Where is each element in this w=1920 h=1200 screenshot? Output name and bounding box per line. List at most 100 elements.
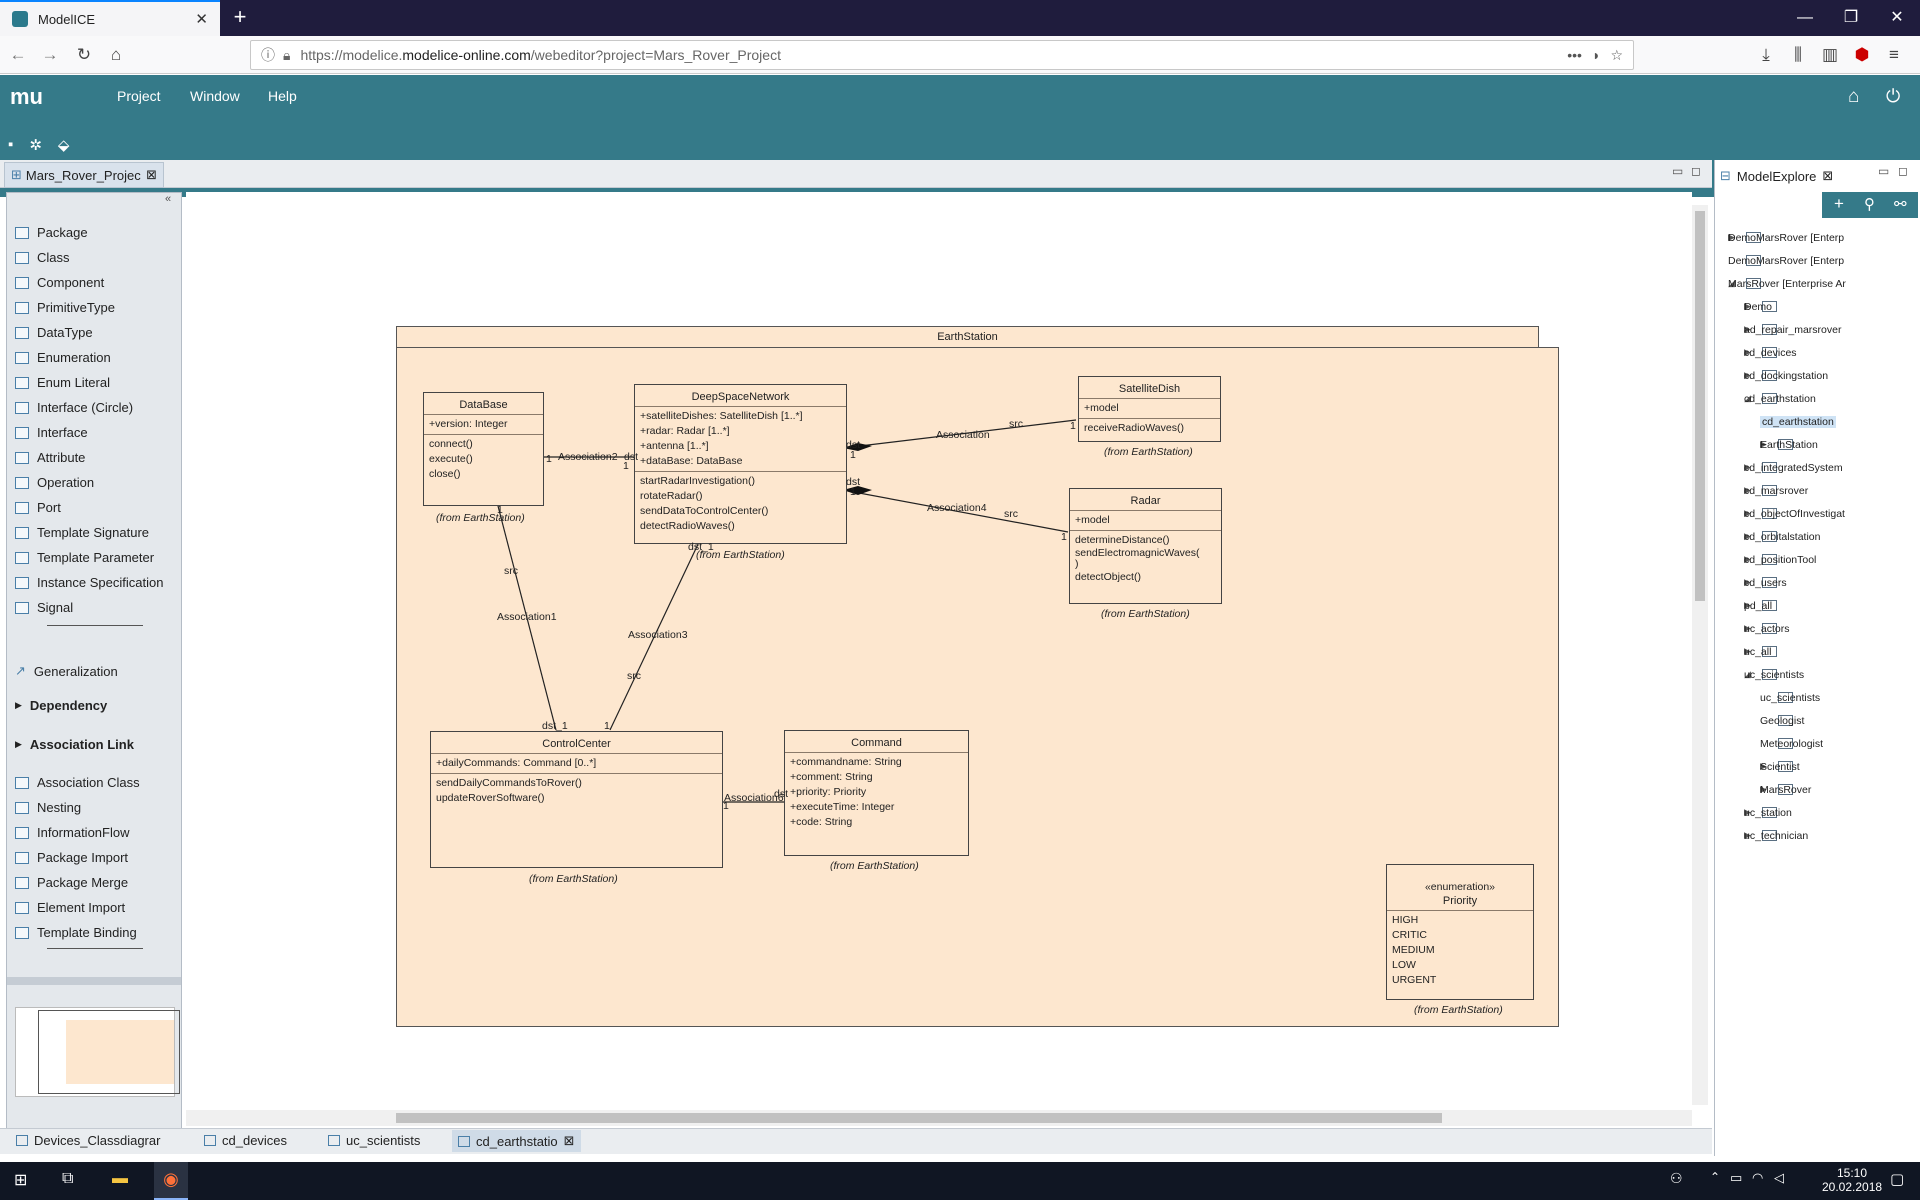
menu-help[interactable]: Help — [268, 88, 297, 104]
minimize-editor-icon[interactable]: ▭ — [1672, 164, 1684, 178]
expand-toggle-icon[interactable]: ▶ — [1744, 462, 1751, 472]
palette-item-primitivetype[interactable]: PrimitiveType — [15, 300, 115, 315]
palette-item-enumeration[interactable]: Enumeration — [15, 350, 111, 365]
expand-toggle-icon[interactable]: ▶ — [1760, 439, 1767, 449]
expand-toggle-icon[interactable]: ▶ — [1760, 761, 1767, 771]
palette-item-nesting[interactable]: Nesting — [15, 800, 81, 815]
tree-item[interactable]: ▶cd_devices — [1744, 347, 1797, 359]
tree-item[interactable]: ◢cd_earthstation — [1744, 393, 1816, 405]
expand-toggle-icon[interactable]: ▶ — [1744, 830, 1751, 840]
close-tab-icon[interactable]: ⊠ — [563, 1133, 575, 1148]
tree-item[interactable]: ▶cd_objectOfInvestigat — [1744, 508, 1845, 520]
page-actions-icon[interactable]: ••• — [1567, 47, 1582, 63]
vertical-scroll-thumb[interactable] — [1695, 211, 1705, 601]
reload-icon[interactable]: ↻ — [76, 45, 92, 64]
minimize-explorer-icon[interactable]: ▭ — [1878, 164, 1890, 178]
palette-item-component[interactable]: Component — [15, 275, 104, 290]
menu-icon[interactable]: ≡ — [1889, 45, 1899, 64]
class-satellitedish[interactable]: SatelliteDish +model receiveRadioWaves() — [1078, 376, 1221, 442]
expand-toggle-icon[interactable]: ▶ — [1744, 646, 1751, 656]
palette-item-signal[interactable]: Signal — [15, 600, 73, 615]
expand-toggle-icon[interactable]: ▶ — [1760, 784, 1767, 794]
home-app-icon[interactable]: ⌂ — [1848, 86, 1860, 107]
expand-toggle-icon[interactable]: ◢ — [1744, 393, 1751, 403]
class-deepspacenetwork[interactable]: DeepSpaceNetwork +satelliteDishes: Satel… — [634, 384, 847, 544]
pocket-icon[interactable]: ◗ — [1591, 47, 1601, 63]
tab-cd-devices[interactable]: cd_devices — [204, 1133, 287, 1148]
enumeration-priority[interactable]: «enumeration» Priority HIGH CRITIC MEDIU… — [1386, 864, 1534, 1000]
palette-icon[interactable]: ⬙ — [57, 137, 70, 154]
palette-item-instance-specification[interactable]: Instance Specification — [15, 575, 163, 590]
home-icon[interactable]: ⌂ — [110, 45, 122, 64]
class-database[interactable]: DataBase +version: Integer connect() exe… — [423, 392, 544, 506]
vertical-scrollbar[interactable] — [1692, 205, 1708, 1105]
tree-item[interactable]: ▶cd_integratedSystem — [1744, 462, 1843, 474]
expand-toggle-icon[interactable]: ▶ — [1728, 232, 1735, 242]
link-icon[interactable]: ⚯ — [1894, 196, 1907, 213]
url-bar[interactable]: ⓘ 🔒︎ https://modelice. modelice-online.c… — [250, 40, 1634, 70]
outline-view[interactable] — [15, 1007, 180, 1097]
palette-item-port[interactable]: Port — [15, 500, 61, 515]
layout-icon[interactable]: ▪ — [8, 136, 14, 153]
package-earthstation[interactable] — [396, 347, 1559, 1027]
tree-item[interactable]: ▶Demo — [1744, 301, 1786, 313]
new-tab-button[interactable]: + — [233, 4, 247, 29]
close-tab-icon[interactable]: ✕ — [195, 11, 208, 28]
class-command[interactable]: Command +commandname: String +comment: S… — [784, 730, 969, 856]
minimize-window-button[interactable]: — — [1797, 9, 1813, 26]
back-icon[interactable]: ← — [9, 45, 27, 64]
tree-item[interactable]: Geologist — [1760, 715, 1804, 727]
tree-item[interactable]: ▶pd_all — [1744, 600, 1786, 612]
expand-toggle-icon[interactable]: ▶ — [1744, 370, 1751, 380]
tree-item[interactable]: ◢uc_scientists — [1744, 669, 1804, 681]
expand-toggle-icon[interactable]: ▶ — [1744, 623, 1751, 633]
palette-item-operation[interactable]: Operation — [15, 475, 94, 490]
bookmark-star-icon[interactable]: ☆ — [1610, 46, 1623, 63]
class-radar[interactable]: Radar +model determineDistance() sendEle… — [1069, 488, 1222, 604]
expand-toggle-icon[interactable]: ◢ — [1744, 669, 1751, 679]
palette-item-package-merge[interactable]: Package Merge — [15, 875, 128, 890]
palette-group-dependency[interactable]: ▶Dependency — [15, 698, 108, 713]
tree-item[interactable]: ▶MarsRover — [1760, 784, 1811, 796]
palette-item-package-import[interactable]: Package Import — [15, 850, 128, 865]
horizontal-scrollbar[interactable] — [186, 1110, 1692, 1126]
expand-toggle-icon[interactable]: ▶ — [1744, 531, 1751, 541]
horizontal-scroll-thumb[interactable] — [396, 1113, 1442, 1123]
downloads-icon[interactable]: ⤓ — [1762, 45, 1770, 64]
palette-item-class[interactable]: Class — [15, 250, 70, 265]
tab-cd-earthstation[interactable]: cd_earthstatio⊠ — [452, 1130, 581, 1152]
restore-window-button[interactable]: ❐ — [1843, 9, 1859, 26]
palette-generalization[interactable]: ↗Generalization — [15, 663, 118, 679]
close-window-button[interactable]: ✕ — [1890, 9, 1904, 26]
tree-item[interactable]: ▶cd_dockingstation — [1744, 370, 1828, 382]
tree-item[interactable]: ▶cd_orbitalstation — [1744, 531, 1820, 543]
tab-devices-classdiagram[interactable]: Devices_Classdiagrar — [16, 1133, 160, 1148]
diagram-canvas[interactable]: EarthStation DataBase +version: Integer … — [186, 192, 1692, 1112]
tray-chevron-icon[interactable]: ⌃ — [1710, 1170, 1721, 1184]
firefox-taskbar-item[interactable]: ◉ — [154, 1162, 188, 1200]
palette-item-template-binding[interactable]: Template Binding — [15, 925, 137, 940]
palette-item-element-import[interactable]: Element Import — [15, 900, 125, 915]
expand-toggle-icon[interactable]: ▶ — [1744, 807, 1751, 817]
model-explorer-tab[interactable]: ⊟ ModelExplore ⊠ — [1716, 163, 1833, 189]
palette-group-association-link[interactable]: ▶Association Link — [15, 737, 134, 752]
volume-icon[interactable]: ◁ — [1774, 1170, 1784, 1185]
palette-item-template-signature[interactable]: Template Signature — [15, 525, 149, 540]
maximize-editor-icon[interactable]: ◻ — [1691, 164, 1701, 178]
tree-item[interactable]: Meteorologist — [1760, 738, 1823, 750]
palette-item-informationflow[interactable]: InformationFlow — [15, 825, 129, 840]
clock[interactable]: 15:10 20.02.2018 — [1822, 1166, 1882, 1194]
expand-toggle-icon[interactable]: ▶ — [1744, 600, 1751, 610]
palette-item-template-parameter[interactable]: Template Parameter — [15, 550, 154, 565]
package-tab[interactable]: EarthStation — [396, 326, 1539, 348]
expand-toggle-icon[interactable]: ▶ — [1744, 485, 1751, 495]
settings-icon[interactable]: ✲ — [29, 137, 42, 154]
tree-item[interactable]: ◢MarsRover [Enterprise Ar — [1728, 278, 1846, 290]
close-explorer-icon[interactable]: ⊠ — [1822, 168, 1834, 183]
palette-item-interface-circle-[interactable]: Interface (Circle) — [15, 400, 133, 415]
tree-item[interactable]: ▶Scientist — [1760, 761, 1802, 773]
tree-item[interactable]: ▶DemoMarsRover [Enterp — [1728, 232, 1844, 244]
editor-tab[interactable]: ⊞ Mars_Rover_Projec ⊠ — [4, 162, 164, 188]
tree-item[interactable]: ▶cd_users — [1744, 577, 1787, 589]
browser-tab[interactable]: ModelICE ✕ — [0, 0, 220, 36]
